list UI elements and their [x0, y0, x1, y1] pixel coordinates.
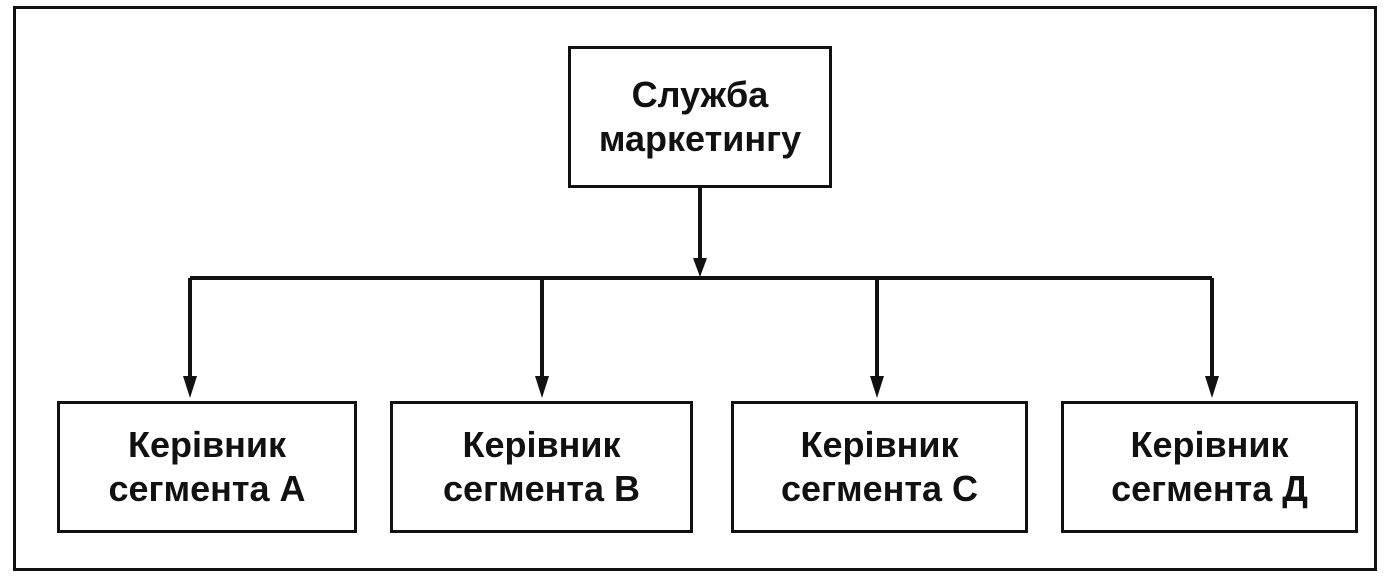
child-node-segment-c: Керівник сегмента С	[731, 401, 1028, 533]
diagram-frame	[13, 6, 1377, 571]
child-node-line1: Керівник	[127, 424, 286, 465]
drop-arrowhead-b	[535, 376, 549, 398]
drop-arrowhead-a	[183, 376, 197, 398]
child-node-segment-d: Керівник сегмента Д	[1061, 401, 1358, 533]
child-node-line2: сегмента С	[780, 468, 979, 509]
root-node-marketing-service: Служба маркетингу	[568, 46, 832, 188]
child-node-line1: Керівник	[462, 424, 621, 465]
root-node-line2: маркетингу	[598, 118, 802, 159]
drop-arrowhead-c	[870, 376, 884, 398]
child-node-line1: Керівник	[1130, 424, 1289, 465]
child-node-line1: Керівник	[800, 424, 959, 465]
root-node-line1: Служба	[631, 74, 769, 115]
child-node-line2: сегмента В	[442, 468, 641, 509]
child-node-line2: сегмента А	[108, 468, 306, 509]
child-node-segment-b: Керівник сегмента В	[390, 401, 693, 533]
drop-arrowhead-d	[1205, 376, 1219, 398]
child-node-line2: сегмента Д	[1111, 468, 1308, 509]
trunk-arrowhead	[693, 258, 707, 277]
child-node-segment-a: Керівник сегмента А	[57, 401, 357, 533]
